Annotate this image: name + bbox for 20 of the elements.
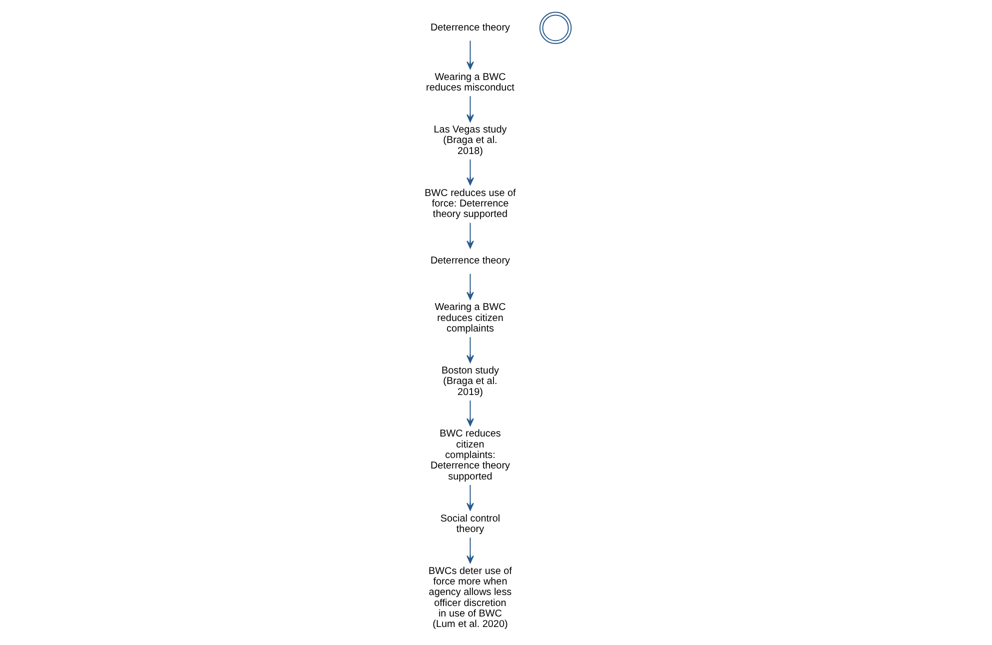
node-spiral	[539, 12, 572, 44]
arrow	[466, 336, 474, 363]
arrow	[466, 537, 474, 564]
node-text: Deterrence theory	[430, 22, 510, 34]
node-text: BWCs deter use of force more when agency allows less officer discretion in use of BWC (Lum et al. 2020)	[428, 566, 512, 630]
arrow	[466, 273, 474, 300]
arrow	[466, 40, 474, 70]
arrow	[466, 96, 474, 122]
node-text: Wearing a BWC reduces citizen complaints	[434, 302, 506, 335]
node-text: BWC reduces citizen complaints: Deterrence theory supported	[430, 428, 510, 482]
arrow	[466, 484, 474, 511]
node-text: Social control theory	[440, 513, 500, 535]
node-text: Las Vegas study (Braga et al. 2018)	[434, 124, 507, 157]
node-text: Deterrence theory	[430, 256, 510, 267]
node-text: Boston study (Braga et al. 2019)	[442, 365, 499, 398]
arrow	[466, 158, 474, 186]
arrow	[466, 222, 474, 248]
arrow	[466, 400, 474, 426]
node-text: Wearing a BWC reduces misconduct	[426, 72, 514, 94]
node-text: BWC reduces use of force: Deterrence theory supported	[424, 188, 516, 220]
